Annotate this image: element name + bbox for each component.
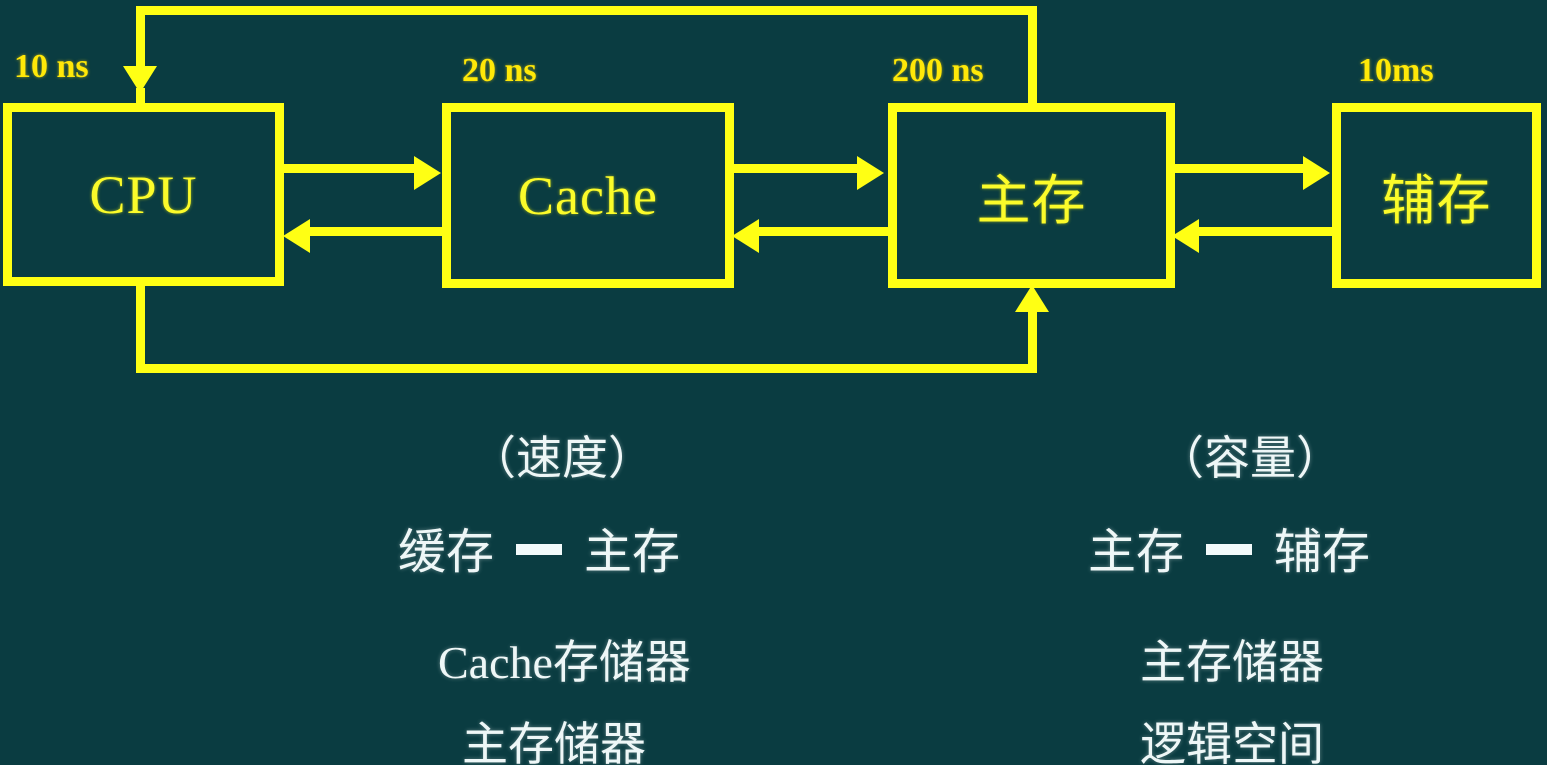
legend-right-heading: （容量） (1158, 431, 1342, 485)
legend-right-pair: 主存 辅存 (1088, 512, 1370, 582)
top-loop-left-vertical (136, 6, 145, 70)
mainmemory-to-auxstorage-line (1170, 164, 1310, 173)
legend-left-pair: 缓存 主存 (398, 512, 680, 582)
mainmemory-timing-label: 200 ns (892, 52, 984, 89)
cache-to-cpu-arrowhead (283, 219, 310, 253)
mainmemory-to-auxstorage-arrowhead (1303, 156, 1330, 190)
bottom-loop-horizontal (136, 364, 1037, 373)
top-loop-right-vertical (1028, 6, 1037, 106)
bottom-loop-left-vertical (136, 283, 145, 373)
legend-right-item-0: 主存储器 (1140, 635, 1324, 689)
node-main-memory-label: 主存 (976, 169, 1087, 232)
node-aux-storage[interactable]: 辅存 (1332, 103, 1541, 288)
legend-right-pair-from: 主存 (1088, 524, 1185, 580)
node-cpu[interactable]: CPU (3, 103, 284, 286)
legend-left-heading: （速度） (470, 431, 654, 485)
legend-right-item-1: 逻辑空间 (1140, 717, 1324, 765)
node-cache-label: Cache (518, 165, 658, 226)
legend-right-pair-to: 辅存 (1274, 524, 1371, 580)
auxstorage-to-mainmemory-line (1195, 227, 1335, 236)
cache-timing-label: 20 ns (462, 52, 537, 89)
bottom-loop-arrowhead-into-main-memory (1015, 285, 1049, 312)
auxstorage-timing-label: 10ms (1358, 52, 1434, 89)
legend-left-pair-from: 缓存 (398, 524, 495, 580)
mainmemory-to-cache-line (755, 227, 890, 236)
legend-right-dash (1206, 543, 1253, 555)
node-aux-storage-label: 辅存 (1381, 169, 1492, 232)
node-main-memory[interactable]: 主存 (888, 103, 1175, 288)
mainmemory-to-cache-arrowhead (732, 219, 759, 253)
bottom-loop-right-vertical (1028, 310, 1037, 368)
legend-left-item-1: 主存储器 (462, 717, 646, 765)
cache-to-cpu-line (305, 227, 445, 236)
top-loop-horizontal (136, 6, 1037, 15)
legend-left-pair-to: 主存 (584, 524, 681, 580)
top-loop-arrowhead-into-cpu (123, 66, 157, 93)
auxstorage-to-mainmemory-arrowhead (1172, 219, 1199, 253)
cache-to-mainmemory-line (732, 164, 862, 173)
top-loop-left-stub (136, 88, 145, 108)
cpu-to-cache-line (280, 164, 420, 173)
legend-left-dash (516, 543, 563, 555)
legend-left-item-0: Cache存储器 (438, 637, 691, 688)
node-cpu-label: CPU (89, 164, 198, 225)
node-cache[interactable]: Cache (442, 103, 734, 288)
cpu-timing-label: 10 ns (14, 48, 89, 85)
cache-to-mainmemory-arrowhead (857, 156, 884, 190)
cpu-to-cache-arrowhead (414, 156, 441, 190)
